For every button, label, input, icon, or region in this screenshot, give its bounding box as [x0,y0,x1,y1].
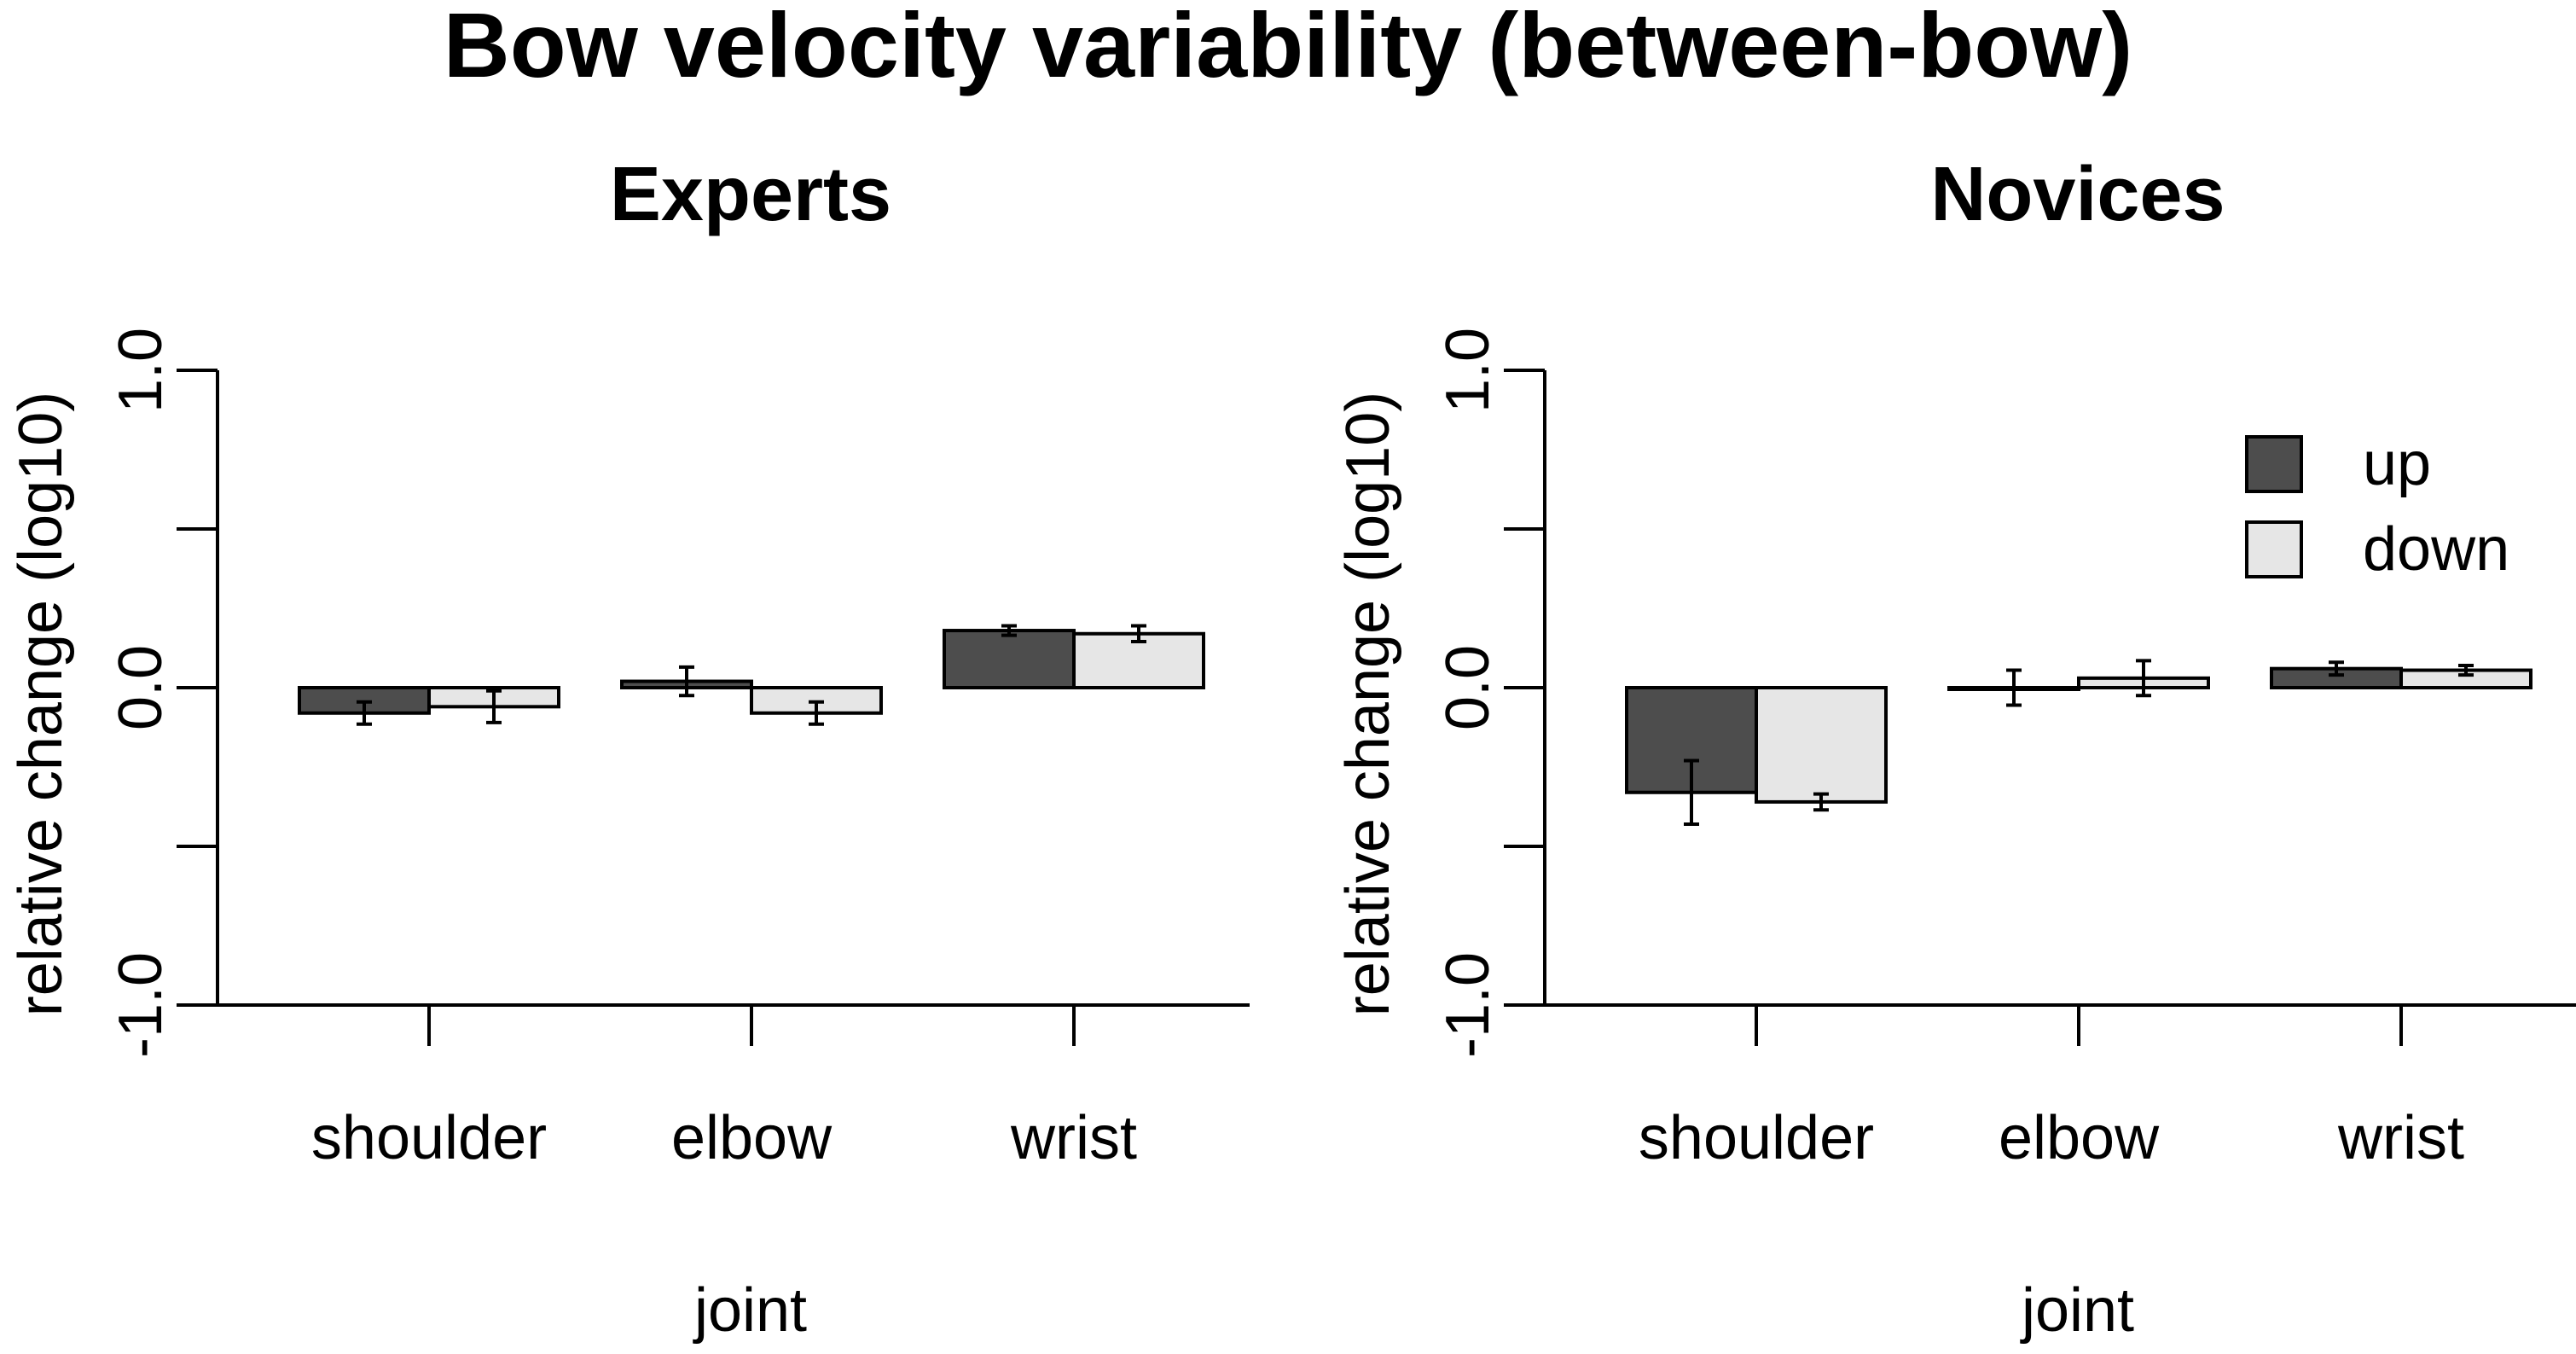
legend-swatch-down [2245,520,2303,578]
y-axis-label: relative change (log10) [1334,392,1402,1016]
x-tick-label-wrist: wrist [2337,1104,2464,1172]
y-tick-label: 0.0 [107,645,175,730]
error-bar-up-shoulder [357,700,372,726]
panel-title: Experts [610,152,891,237]
x-axis-label: joint [2020,1276,2134,1345]
error-bar-down-wrist [2458,663,2474,677]
error-bar-down-elbow [809,700,824,726]
x-tick-label-elbow: elbow [671,1104,833,1172]
error-bar-down-shoulder [486,689,502,724]
legend-swatch-up [2245,435,2303,493]
legend: up down [2245,430,2509,584]
bar-down-shoulder [1755,686,1888,804]
bars [1625,659,2532,826]
x-tick-label-elbow: elbow [1999,1104,2160,1172]
panel-experts: Experts joint relative change (log10) -1… [7,152,1250,1345]
error-bar-up-elbow [2006,668,2022,707]
panel-title: Novices [1930,152,2225,237]
error-bar-down-shoulder [1813,792,1829,812]
figure-title: Bow velocity variability (between-bow) [444,0,2132,96]
bar-up-wrist [943,629,1076,689]
error-bar-down-wrist [1131,624,1146,644]
error-bar-up-wrist [1001,624,1017,637]
bars [298,624,1205,726]
y-tick-label: -1.0 [107,952,175,1058]
y-tick-label: 0.0 [1434,645,1502,730]
error-bar-up-elbow [679,665,694,698]
ticks: -1.0 0.0 1.0 shoulder elbow wrist [1434,328,2464,1172]
ticks: -1.0 0.0 1.0 shoulder elbow wrist [107,328,1137,1172]
x-tick-label-shoulder: shoulder [311,1104,547,1172]
error-bar-down-elbow [2136,659,2151,698]
y-tick-label: -1.0 [1434,952,1502,1058]
x-tick-label-wrist: wrist [1010,1104,1137,1172]
legend-label-down: down [2363,515,2509,584]
error-bar-up-wrist [2329,660,2344,677]
y-tick-label: 1.0 [1434,328,1502,413]
panel-novices: Novices joint relative change (log10) -1… [1334,152,2576,1345]
y-tick-label: 1.0 [107,328,175,413]
x-axis-label: joint [693,1276,807,1345]
error-bar-up-shoulder [1684,758,1699,826]
y-axis-label: relative change (log10) [7,392,75,1016]
legend-label-up: up [2363,430,2431,498]
x-tick-label-shoulder: shoulder [1639,1104,1874,1172]
